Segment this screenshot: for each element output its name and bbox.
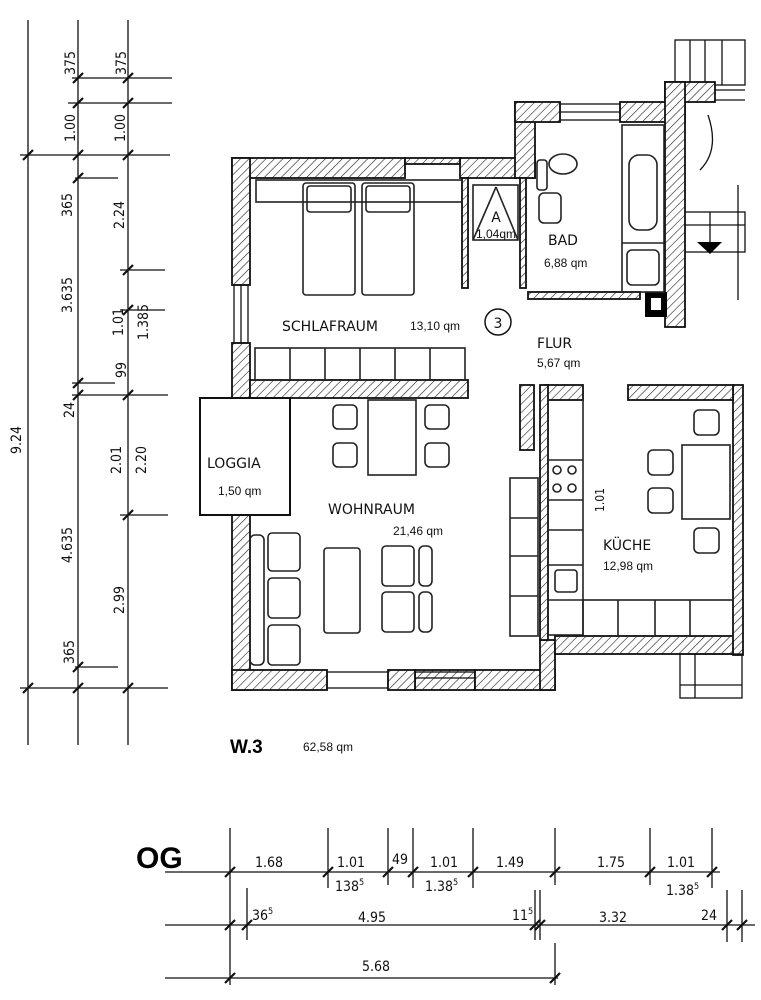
dim-col2-5: 99 <box>114 362 130 378</box>
room-name-wohnraum: WOHNRAUM <box>328 502 415 518</box>
room-name-schlafraum: SCHLAFRAUM <box>282 319 378 335</box>
dim-row3-0: 5.68 <box>362 959 390 975</box>
dim-col2-1: 1.00 <box>113 114 129 142</box>
room-area-schlafraum: 13,10 qm <box>410 319 460 333</box>
dim-col2-4: 1.385 <box>136 304 152 340</box>
dim-row2-2: 115 <box>512 907 533 924</box>
floor-label: OG <box>136 842 183 875</box>
room-name-bad: BAD <box>548 233 578 249</box>
room-area-loggia: 1,50 qm <box>218 484 261 498</box>
dim-col2-7: 2.20 <box>134 446 150 474</box>
room-name-kueche: KÜCHE <box>603 536 651 554</box>
stair-bottom-right <box>679 653 743 699</box>
dim-row1-sub-2: 1.385 <box>666 882 699 899</box>
stair-direction-arrow-icon <box>697 242 722 254</box>
dim-row2-1: 4.95 <box>358 910 386 926</box>
room-name-loggia: LOGGIA <box>207 456 261 472</box>
unit-area: 62,58 qm <box>303 740 353 754</box>
unit-number-circle <box>484 308 512 336</box>
left-dimension-chains: 9.24 375 1.00 365 3.635 24 4.635 365 375… <box>9 20 172 745</box>
dim-col1-5: 4.635 <box>60 527 76 563</box>
room-name-abstell: A <box>491 210 501 226</box>
dim-col1-3: 3.635 <box>60 277 76 313</box>
dim-col2-0: 375 <box>114 51 130 75</box>
dim-col2-8: 2.99 <box>112 586 128 614</box>
bottom-dimension-chains: 1.68 1.01 49 1.01 1.49 1.75 1.01 1385 1.… <box>165 828 755 985</box>
dim-col1-4: 24 <box>62 402 78 418</box>
dim-col1-0: 375 <box>63 51 79 75</box>
room-area-wohnraum: 21,46 qm <box>393 524 443 538</box>
loggia: LOGGIA 1,50 qm <box>199 397 291 516</box>
room-area-flur: 5,67 qm <box>537 356 580 370</box>
dim-col1-6: 365 <box>62 640 78 664</box>
dim-row1-4: 1.49 <box>496 855 524 871</box>
room-area-bad: 6,88 qm <box>544 256 587 270</box>
dim-row1-3: 1.01 <box>430 855 458 871</box>
room-area-kueche: 12,98 qm <box>603 559 653 573</box>
dim-col1-1: 1.00 <box>63 114 79 142</box>
dim-row1-0: 1.68 <box>255 855 283 871</box>
walls <box>231 81 744 691</box>
room-name-flur: FLUR <box>537 336 572 352</box>
dim-row1-2: 49 <box>392 852 408 868</box>
dim-col2-2: 2.24 <box>112 201 128 229</box>
room-area-abstell: 1,04qm <box>476 227 516 241</box>
room-labels: SCHLAFRAUM 13,10 qm 3 A 1,04qm BAD 6,88 … <box>282 210 653 573</box>
dim-row2-4: 24 <box>701 908 717 924</box>
dim-row1-sub-1: 1.385 <box>425 878 458 895</box>
dim-col1-2: 365 <box>60 193 76 217</box>
dim-row2-3: 3.32 <box>599 910 627 926</box>
furniture <box>249 124 734 666</box>
windows <box>233 103 621 689</box>
dim-row1-5: 1.75 <box>597 855 625 871</box>
dim-total-height: 9.24 <box>9 426 25 454</box>
kueche-dimension-note: 1.01 <box>593 488 607 512</box>
dim-row1-sub-0: 1385 <box>335 878 364 895</box>
unit-label: W.3 <box>230 737 263 758</box>
dim-col2-3: 1.01 <box>111 308 127 336</box>
dim-col2-6: 2.01 <box>109 446 125 474</box>
dim-row2-0: 365 <box>252 907 273 924</box>
unit-number: 3 <box>494 316 503 332</box>
dim-row1-6: 1.01 <box>667 855 695 871</box>
dim-row1-1: 1.01 <box>337 855 365 871</box>
